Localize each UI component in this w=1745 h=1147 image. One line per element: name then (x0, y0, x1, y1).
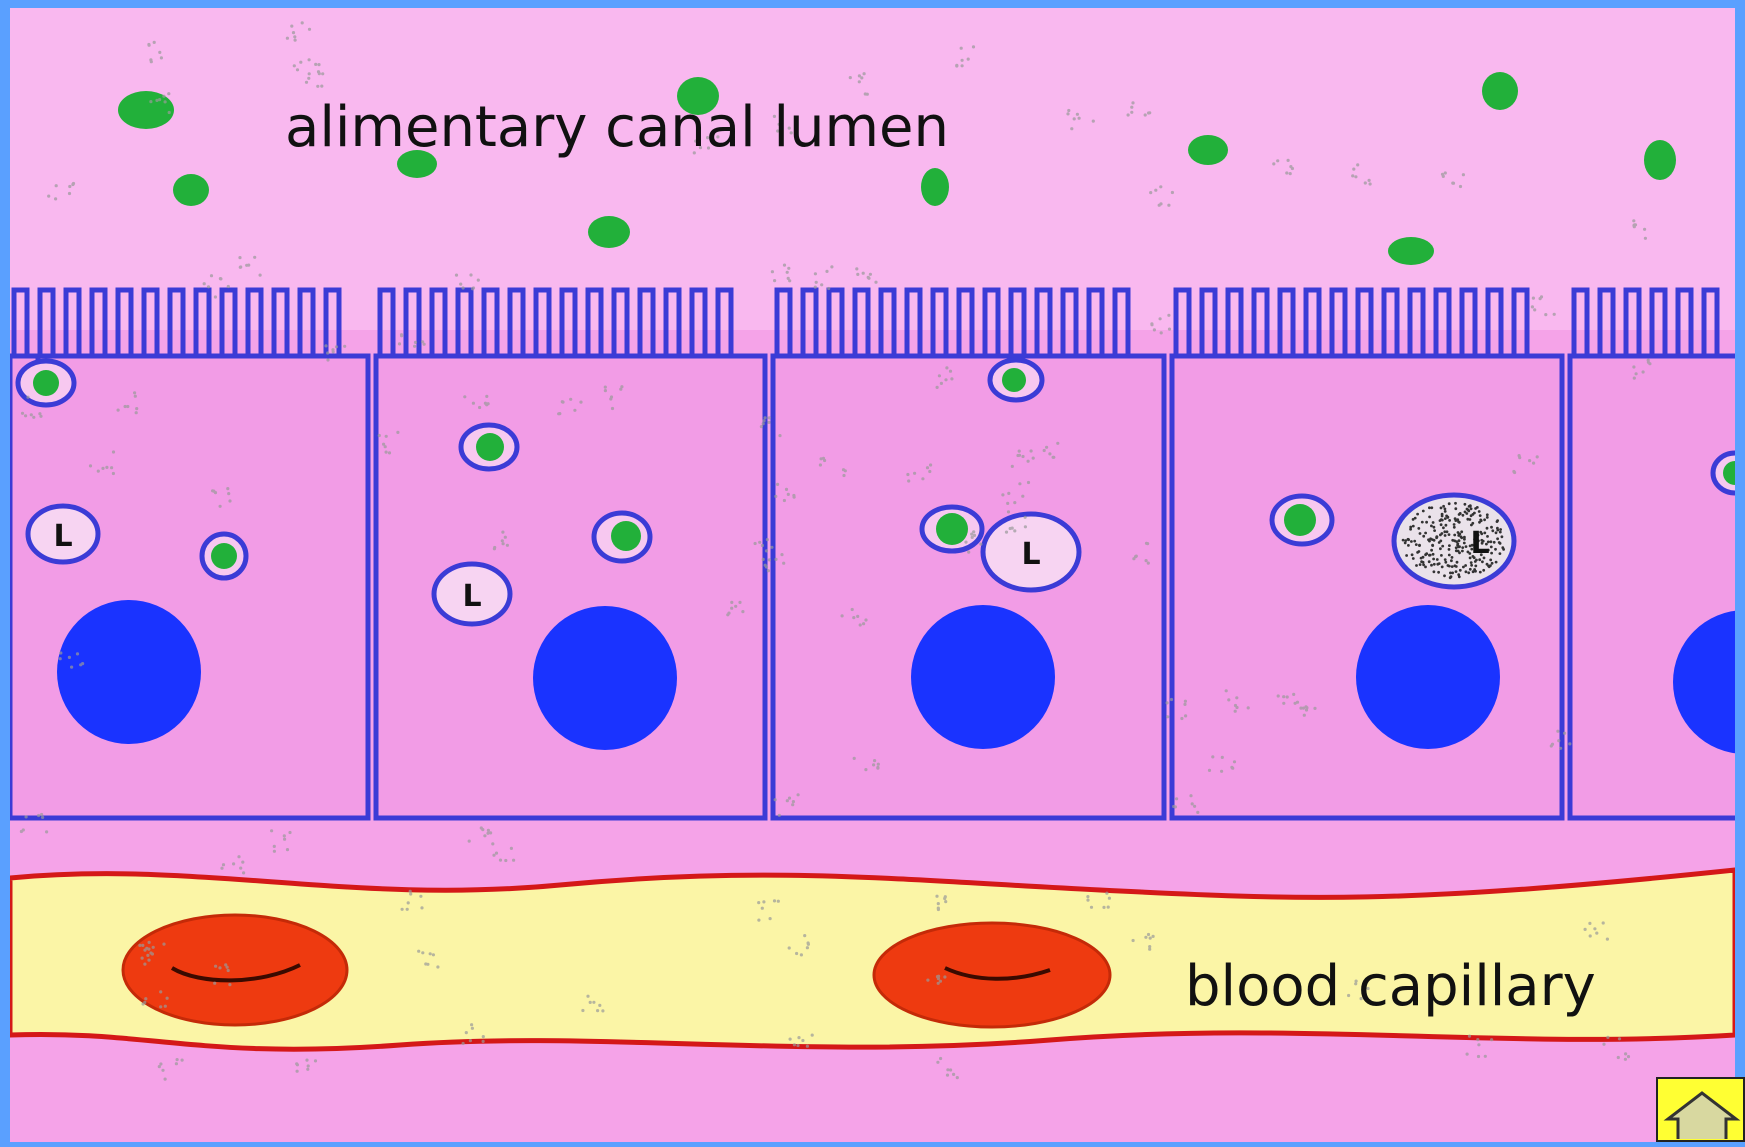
capillary-label: blood capillary (1185, 954, 1596, 1019)
particle-vesicle (461, 425, 517, 469)
lysosome-label: L (53, 519, 72, 554)
lysosome-digesting: L (1394, 495, 1514, 587)
lysosome: L (28, 506, 98, 562)
nucleus (1356, 605, 1500, 749)
lysosome-label: L (462, 579, 481, 614)
epithelial-cells (10, 356, 1745, 818)
nucleus (911, 605, 1055, 749)
particle-vesicle (1272, 496, 1332, 544)
lysosome: L (434, 564, 510, 624)
epithelial-cell (1172, 356, 1562, 818)
nucleus (57, 600, 201, 744)
lumen-label: alimentary canal lumen (285, 95, 949, 160)
particle-vesicle (594, 513, 650, 561)
particle-vesicle (202, 534, 246, 578)
lysosome-label: L (1021, 537, 1040, 572)
epithelial-cell (773, 356, 1164, 818)
epithelial-cell (10, 356, 368, 818)
lysosome-label: L (1470, 526, 1489, 561)
up-arrow-icon (1656, 1077, 1745, 1142)
lysosome: L (983, 514, 1079, 590)
red-blood-cell (123, 915, 347, 1025)
nucleus (533, 606, 677, 750)
red-blood-cell (874, 923, 1110, 1027)
home-button[interactable] (1656, 1077, 1745, 1142)
particle-vesicle (922, 507, 982, 551)
